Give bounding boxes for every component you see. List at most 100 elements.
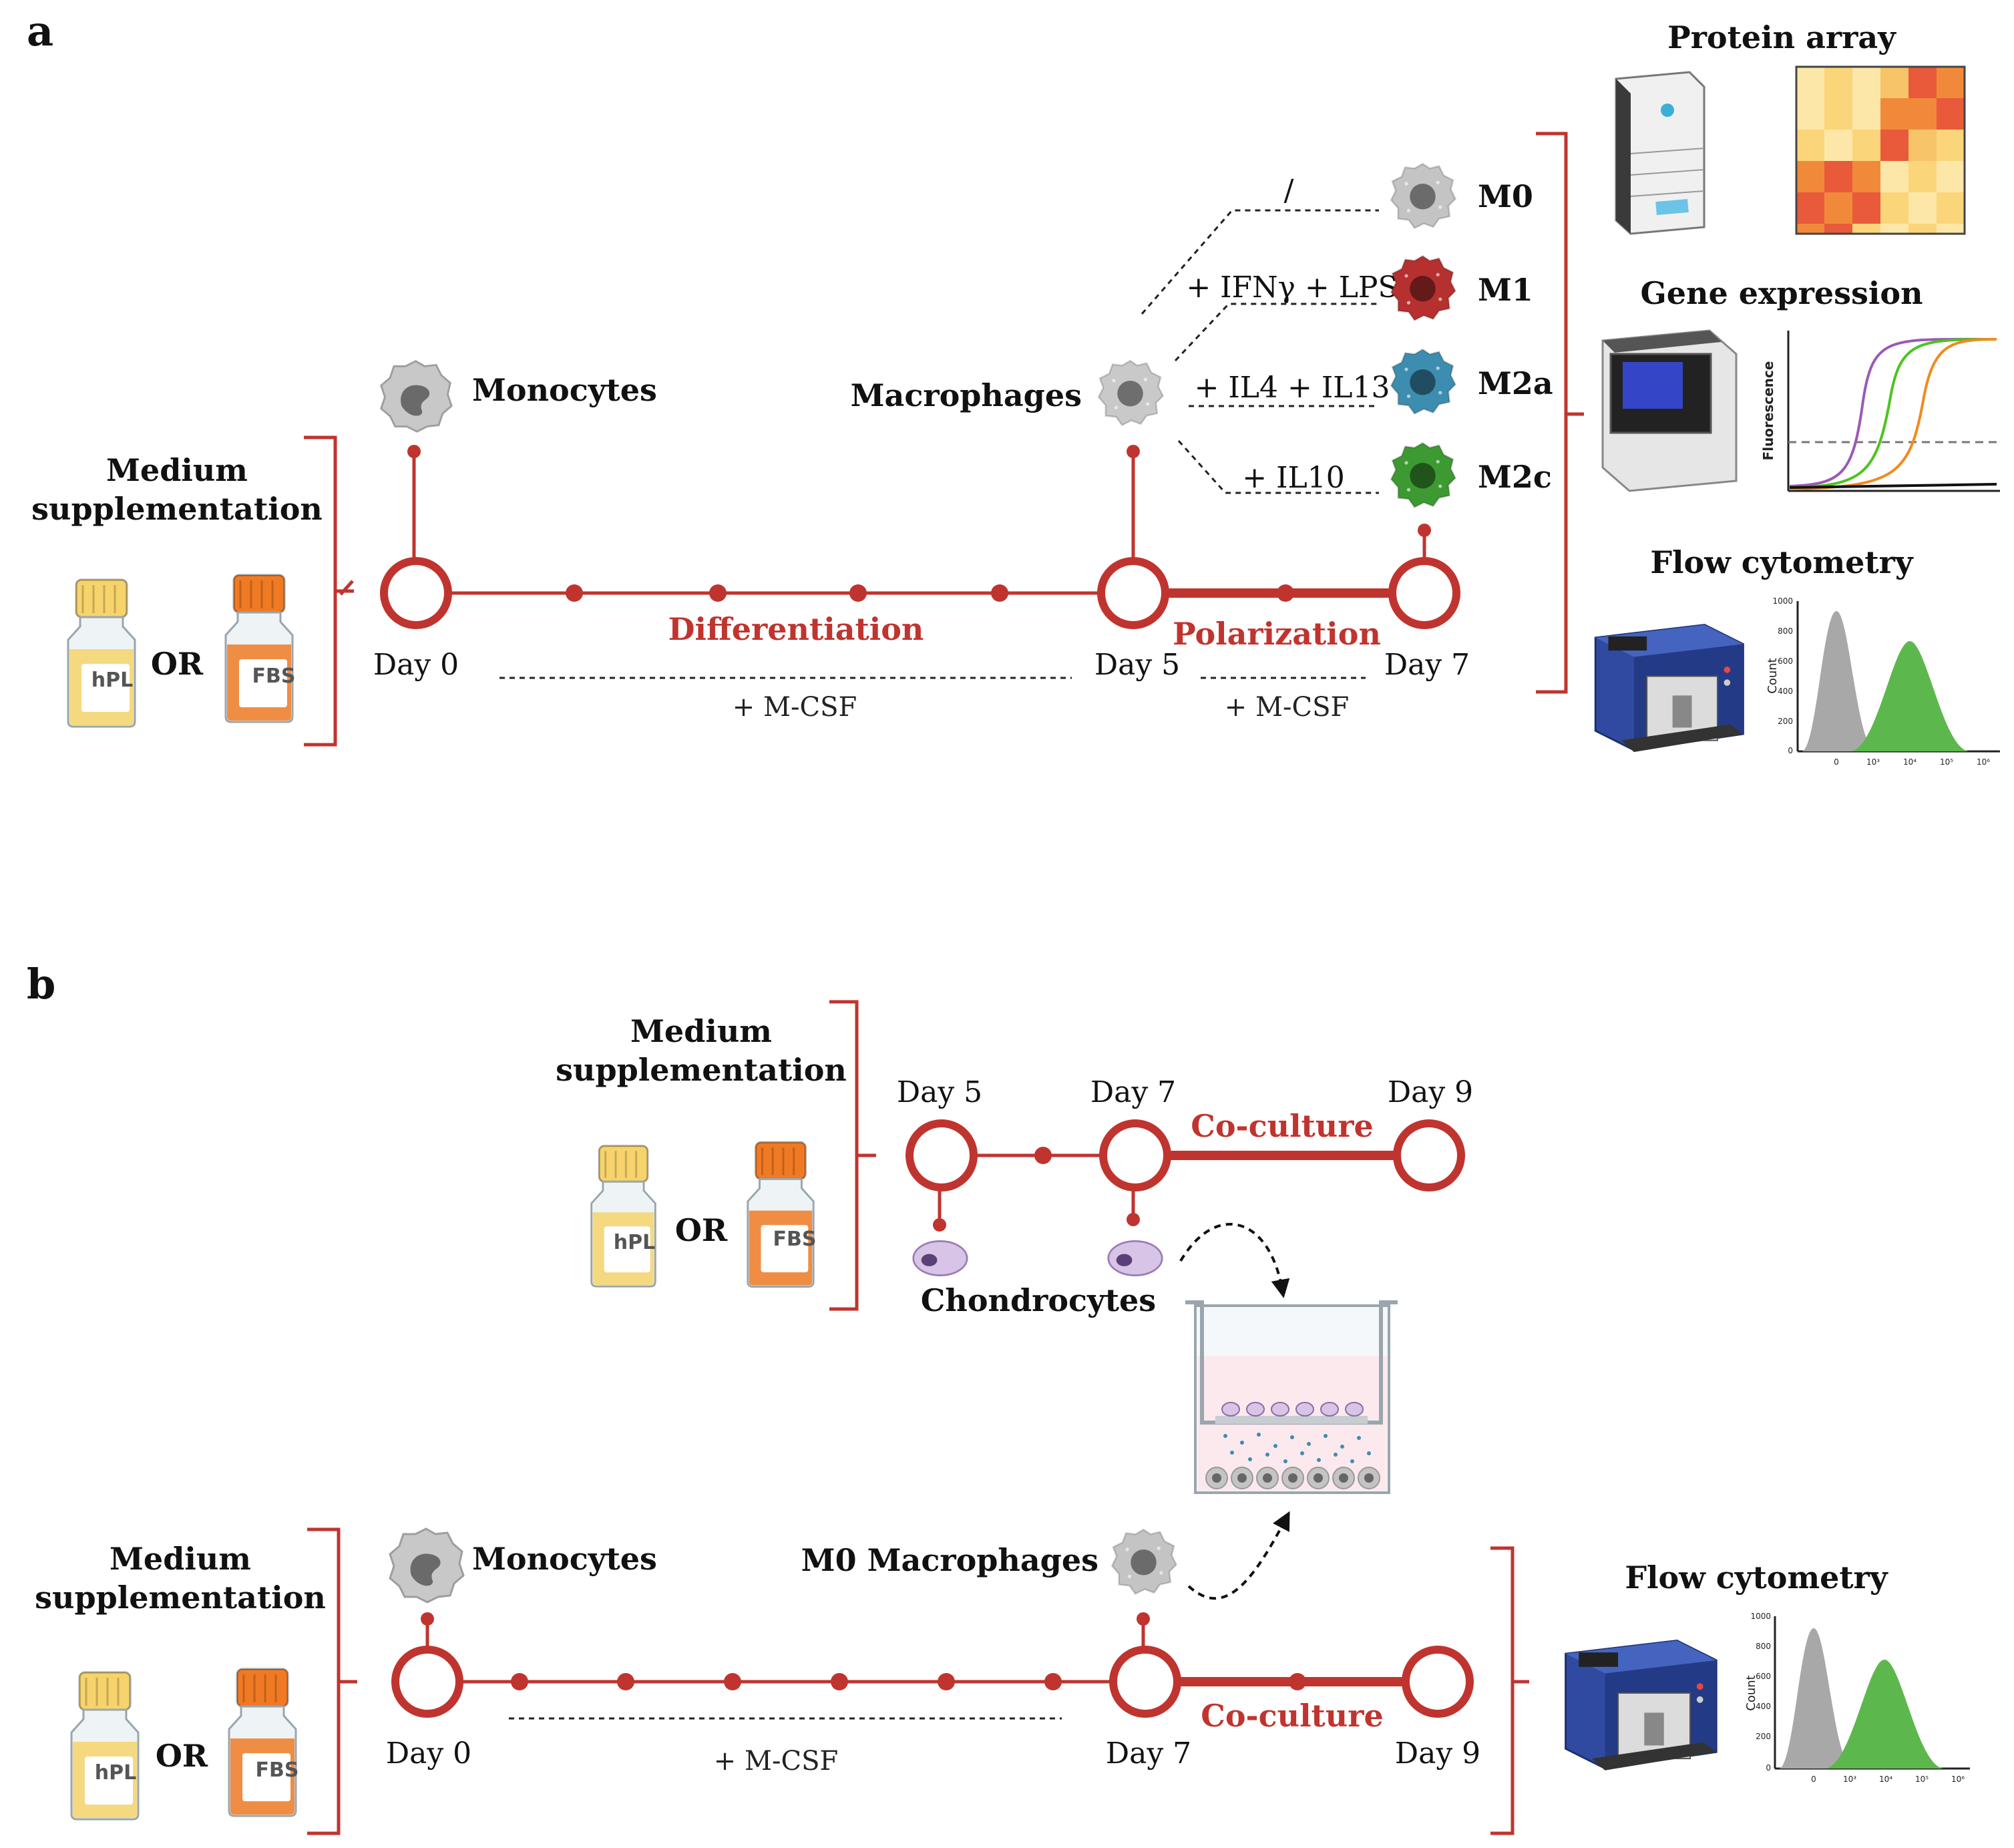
branch-m2c (1177, 439, 1379, 494)
macrophages-label: Macrophages (851, 377, 1082, 413)
chondro-stem-dot (1127, 1213, 1140, 1226)
top-coculture-label: Co-culture (1191, 1108, 1374, 1144)
day0-node (380, 557, 452, 629)
bottom-medium-supplementation-line2: supplementation (35, 1580, 326, 1616)
bottom-dot (1289, 1673, 1306, 1690)
mcsf-label-2: + M-CSF (1225, 692, 1349, 723)
bottom-day0-node (391, 1646, 463, 1718)
macrophage-icon (1097, 359, 1164, 426)
top-day5-label: Day 5 (897, 1075, 982, 1109)
bottom-count-axis-label: Count (1744, 1675, 1758, 1710)
count-tick: 400 (1778, 687, 1793, 696)
bottom-flow-cytometer-icon (1565, 1639, 1718, 1772)
or-label: OR (151, 646, 204, 682)
chondrocyte-transfer-arrow (1179, 1223, 1290, 1298)
branch-m0 (1141, 209, 1379, 315)
mcsf-label-1: + M-CSF (733, 692, 857, 723)
monocyte-icon (380, 360, 453, 433)
x-tick: 10⁵ (1940, 757, 1953, 767)
x-tick: 10⁴ (1879, 1775, 1892, 1784)
x-tick: 0 (1834, 757, 1839, 767)
bottom-day9-label: Day 9 (1395, 1736, 1480, 1771)
bottom-monocytes-label: Monocytes (472, 1541, 657, 1577)
bottom-hpl-bottle-icon (70, 1671, 140, 1821)
bracket-tip (339, 580, 354, 596)
transwell-icon (1185, 1300, 1398, 1494)
bottom-dot (511, 1673, 528, 1690)
bottom-medium-supplementation-line1: Medium (110, 1541, 251, 1577)
x-tick: 10⁵ (1915, 1775, 1929, 1784)
day0-label: Day 0 (373, 648, 459, 682)
bottom-dot (1044, 1673, 1062, 1690)
timeline-dot (709, 584, 727, 602)
x-tick: 10³ (1843, 1775, 1856, 1784)
count-tick: 0 (1766, 1763, 1771, 1773)
m2c-label: M2c (1478, 459, 1552, 495)
x-tick: 10⁴ (1903, 757, 1917, 767)
polarization-label: Polarization (1173, 616, 1381, 652)
day5-node (1097, 557, 1169, 629)
fbs-bottle-icon (224, 574, 294, 723)
flow-cytometry-title: Flow cytometry (1650, 544, 1914, 580)
macrophage-stem-dot (1127, 445, 1140, 458)
bottom-day0-label: Day 0 (386, 1736, 471, 1771)
bottom-dot (831, 1673, 848, 1690)
top-day7-label: Day 7 (1090, 1075, 1176, 1109)
bottom-fbs-bottle-icon (228, 1668, 297, 1817)
m2c-icon (1390, 441, 1456, 508)
day7-label: Day 7 (1384, 648, 1470, 682)
chondrocytes-label: Chondrocytes (921, 1282, 1156, 1318)
count-tick: 0 (1788, 746, 1793, 755)
protein-array-heatmap (1795, 65, 1966, 235)
top-fbs-bottle-label: FBS (773, 1228, 817, 1251)
medium-bracket (304, 435, 354, 747)
m0-label: M0 (1478, 178, 1533, 214)
top-day9-label: Day 9 (1388, 1075, 1473, 1109)
medium-supplementation-line1: Medium (106, 452, 248, 488)
top-medium-supplementation-line1: Medium (630, 1013, 772, 1049)
count-axis-label: Count (1766, 658, 1780, 693)
panel-b: b Medium supplementation hPL OR FBS Day … (27, 960, 1970, 1835)
bottom-monocyte-stem-dot (421, 1612, 434, 1626)
bottom-mcsf-label: + M-CSF (714, 1746, 838, 1777)
timeline-dot (991, 584, 1008, 602)
m2a-icon (1390, 348, 1456, 415)
chondrocyte-icon (912, 1240, 968, 1277)
bottom-day7-label: Day 7 (1106, 1736, 1191, 1771)
top-hpl-bottle-label: hPL (614, 1231, 655, 1254)
count-tick: 800 (1778, 626, 1793, 636)
differentiation-label: Differentiation (668, 611, 924, 647)
bottom-dot (724, 1673, 741, 1690)
m1-icon (1390, 254, 1456, 321)
m0-stimulus: / (1284, 174, 1294, 208)
hpl-bottle-label: hPL (91, 669, 133, 692)
panel-a-label: a (27, 7, 53, 55)
m0-macrophages-label: M0 Macrophages (801, 1542, 1098, 1578)
m-stem-dot (1418, 524, 1431, 537)
top-medium-bracket (829, 1000, 876, 1311)
macrophage-transfer-arrow (1187, 1511, 1290, 1600)
count-tick: 1000 (1772, 596, 1793, 606)
count-tick: 200 (1778, 717, 1793, 726)
monocyte-stem-dot (407, 445, 421, 458)
count-tick: 600 (1778, 657, 1793, 666)
bottom-fbs-bottle-label: FBS (256, 1759, 299, 1782)
bottom-dot (938, 1673, 955, 1690)
monocytes-label: Monocytes (472, 372, 657, 408)
panel-a: a Medium supplementation hPL OR FBS Mono… (27, 7, 2000, 767)
fbs-bottle-label: FBS (252, 665, 296, 688)
m0-icon (1390, 162, 1456, 229)
top-hpl-bottle-icon (590, 1145, 656, 1288)
count-tick: 600 (1756, 1672, 1771, 1681)
top-dot (1034, 1147, 1052, 1164)
bottom-dot (617, 1673, 634, 1690)
timeline-dot (1277, 584, 1294, 602)
protein-array-machine-icon (1615, 71, 1705, 235)
flow-cytometer-icon (1594, 624, 1744, 753)
gene-expression-title: Gene expression (1640, 275, 1923, 311)
m2a-label: M2a (1478, 365, 1553, 401)
bottom-flow-cytometry-title: Flow cytometry (1625, 1559, 1888, 1596)
bottom-monocyte-icon (389, 1527, 465, 1604)
top-fbs-bottle-icon (747, 1141, 815, 1288)
top-day9-node (1393, 1119, 1465, 1191)
